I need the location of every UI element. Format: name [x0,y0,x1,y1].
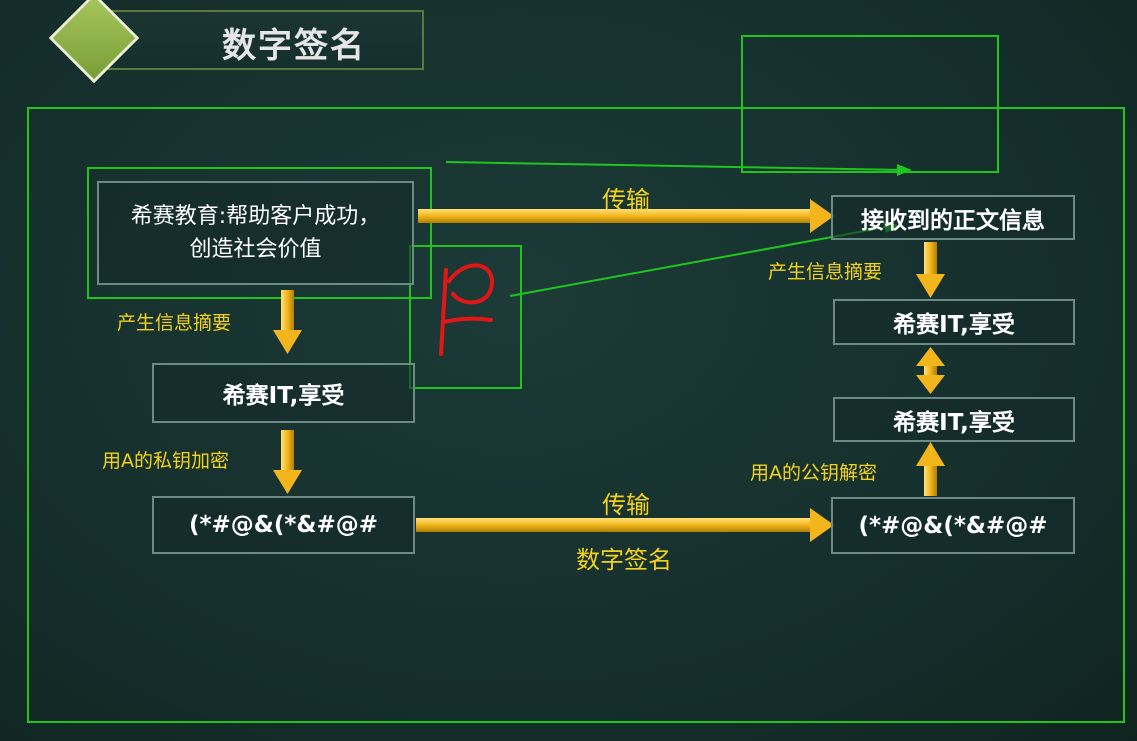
receiver-message-box: 接收到的正文信息 [831,195,1075,240]
left-arrow-2-shaft [281,430,294,472]
receiver-decrypted-box: 希赛IT,享受 [833,397,1075,442]
left-arrow-1-shaft [281,290,294,332]
receiver-decrypted-text: 希赛IT,享受 [893,409,1015,436]
receiver-encrypted-text: (*#@&(*&#@# [858,512,1048,539]
sender-encrypted-box: (*#@&(*&#@# [152,496,415,554]
transfer-arrow-top-head [810,199,834,233]
left-arrow-1-head [273,330,302,354]
label-signature: 数字签名 [576,546,672,574]
label-left-encrypt: 用A的私钥加密 [102,450,229,472]
annotation-arrowhead-top [897,164,912,176]
receiver-encrypted-box: (*#@&(*&#@# [831,497,1075,554]
transfer-arrow-top-shaft [418,209,812,223]
label-transfer-top: 传输 [602,186,650,214]
annotation-box-p [409,245,522,389]
receiver-message-text: 接收到的正文信息 [861,207,1045,234]
left-arrow-2-head [273,470,302,494]
right-double-arrow-head-up [916,347,945,366]
receiver-digest-text: 希赛IT,享受 [893,312,1015,338]
label-left-digest: 产生信息摘要 [117,312,232,334]
sender-encrypted-text: (*#@&(*&#@# [188,512,378,538]
sender-message-text: 希赛教育:帮助客户成功，创造社会价值 [130,204,381,262]
title-bar [102,10,424,70]
label-transfer-bottom: 传输 [602,491,650,519]
label-right-digest: 产生信息摘要 [768,261,883,283]
handwritten-p [439,263,494,356]
receiver-digest-box: 希赛IT,享受 [833,299,1075,345]
right-arrow-1-head [916,274,945,298]
sender-message-box: 希赛教育:帮助客户成功，创造社会价值 [97,181,414,285]
annotation-box-top-right [741,35,999,173]
annotation-line-top [445,161,906,171]
sender-digest-box: 希赛IT,享受 [152,363,415,423]
label-right-decrypt: 用A的公钥解密 [750,462,877,484]
right-arrow-1-shaft [924,242,937,276]
outer-frame [27,107,1125,723]
annotation-line-p [509,225,893,297]
sender-digest-text: 希赛IT,享受 [222,383,345,409]
annotation-box-message [87,167,432,299]
right-double-arrow-head-down [916,375,945,394]
right-arrow-up-head [916,442,945,466]
transfer-arrow-bottom-shaft [416,518,810,532]
slide-title: 数字签名 [222,26,366,66]
transfer-arrow-bottom-head [810,508,834,542]
right-arrow-up-shaft [924,466,937,496]
